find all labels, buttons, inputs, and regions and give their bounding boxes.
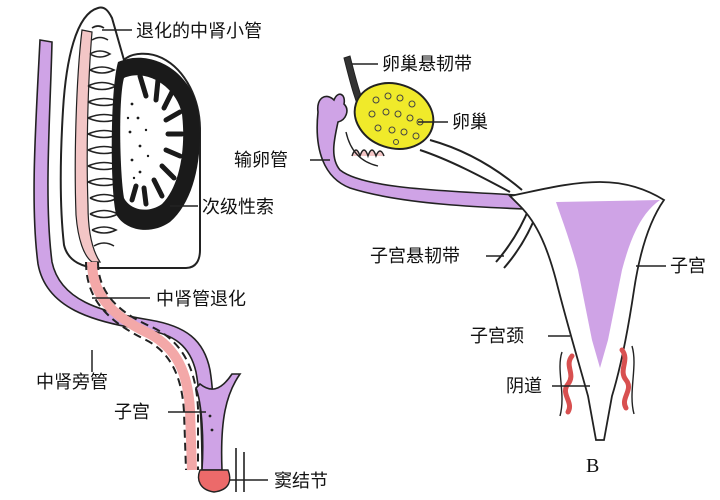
regressing-mesonephric-duct <box>87 261 197 471</box>
vagina-outline-right <box>631 345 635 415</box>
ovarian-ligament <box>419 149 511 193</box>
gonad-inner <box>120 75 184 210</box>
label-degenerated-mesonephric-tubules: 退化的中肾小管 <box>136 21 262 42</box>
uterine-suspensory-ligament <box>495 205 531 263</box>
regressing-mesonephric-duct-dashes <box>85 261 187 471</box>
label-sinus-tubercle: 窦结节 <box>274 471 328 492</box>
gonad <box>111 57 200 230</box>
label-secondary-sex-cords: 次级性索 <box>202 197 274 218</box>
sinus-tubercle <box>197 469 231 493</box>
label-uterus-b: 子宫 <box>670 256 706 277</box>
oviduct-fimbriae <box>351 149 385 159</box>
label-suspensory-ligament-of-ovary: 卵巢悬韧带 <box>382 54 472 75</box>
label-cervix: 子宫颈 <box>470 326 524 347</box>
panel-a: 退化的中肾小管 次级性索 中肾管退化 中肾旁管 子宫 窦结节 <box>33 6 328 493</box>
panel-letter-b: B <box>586 455 599 477</box>
vagina-right-wall <box>619 347 632 411</box>
label-uterus-a: 子宫 <box>114 402 150 423</box>
ovary-follicles <box>368 92 424 145</box>
uterus-dot <box>208 414 212 418</box>
panel-a-leader-lines <box>91 29 268 481</box>
label-uterine-suspensory-ligament: 子宫悬韧带 <box>370 246 460 267</box>
label-ovary: 卵巢 <box>452 112 488 133</box>
uterus-a-shape <box>195 373 242 471</box>
vagina-outline-left <box>559 351 563 417</box>
ovarian-ligament-2 <box>429 139 523 191</box>
panel-b: 卵巢悬韧带 卵巢 输卵管 子宫悬韧带 子宫 子宫颈 阴道 B <box>234 54 706 477</box>
label-vagina: 阴道 <box>506 376 542 397</box>
uterus-dot <box>210 428 214 432</box>
vagina-left-wall <box>562 353 575 415</box>
tubule-band <box>74 29 102 263</box>
ovary-shape <box>353 82 435 150</box>
label-oviduct: 输卵管 <box>234 150 288 171</box>
oviduct-fimbriae-2 <box>345 131 379 167</box>
uterine-cavity <box>556 200 660 368</box>
label-paramesonephric-duct: 中肾旁管 <box>36 372 108 393</box>
secondary-sex-cords-marks <box>129 73 185 207</box>
regressing-mesonephric-duct-dashes-2 <box>97 261 199 470</box>
gonad-dots <box>126 102 150 180</box>
label-mesonephric-duct-regression: 中肾管退化 <box>156 289 246 310</box>
panel-b-leader-lines <box>310 63 666 387</box>
